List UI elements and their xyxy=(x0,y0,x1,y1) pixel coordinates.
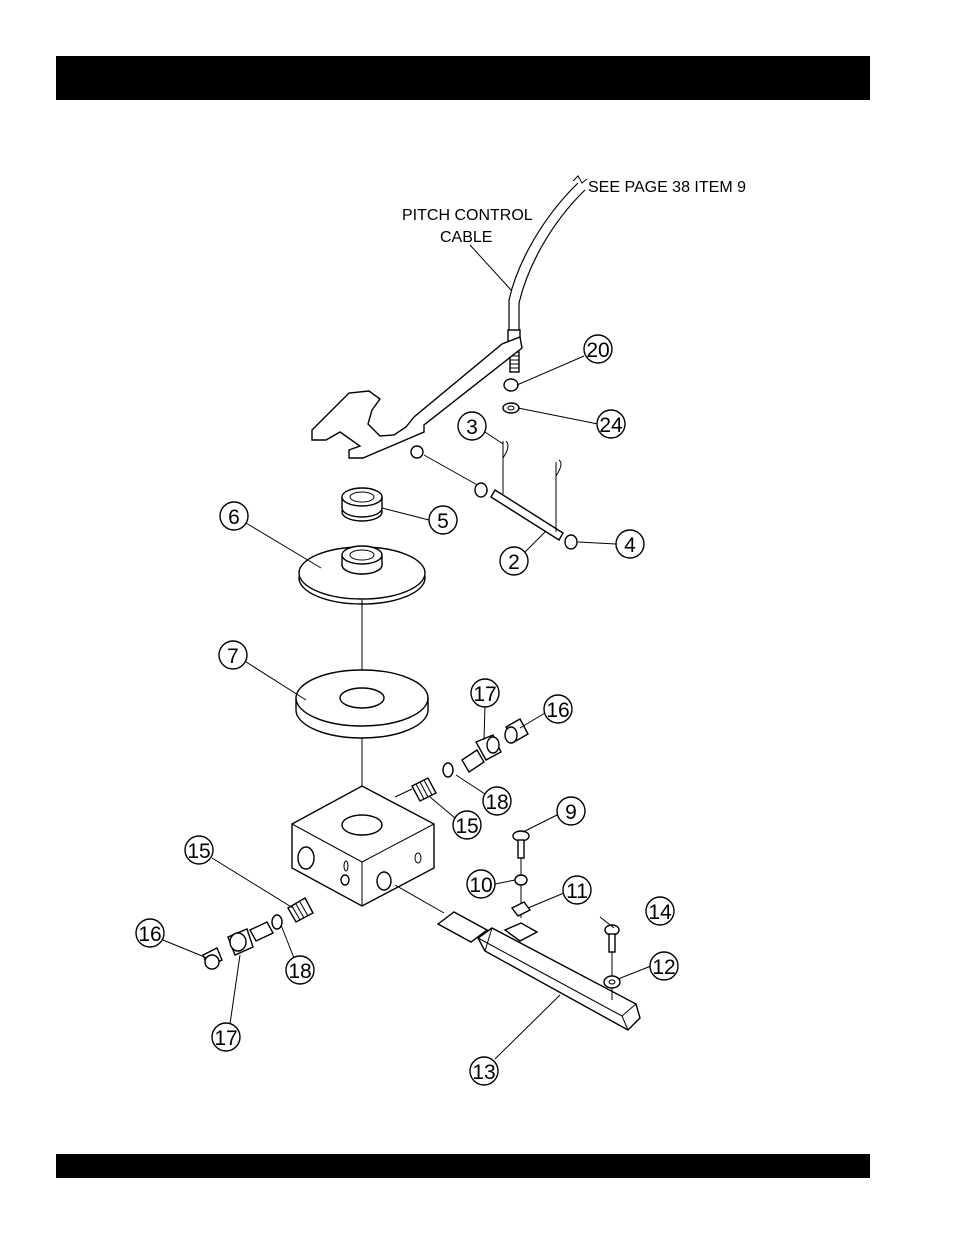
callout-24: 24 xyxy=(597,410,625,438)
svg-text:7: 7 xyxy=(227,645,239,668)
svg-text:3: 3 xyxy=(466,416,478,439)
bushing-5 xyxy=(342,488,382,521)
svg-text:15: 15 xyxy=(187,840,210,863)
svg-text:6: 6 xyxy=(228,506,240,529)
svg-text:16: 16 xyxy=(138,923,161,946)
svg-text:17: 17 xyxy=(473,683,496,706)
svg-text:16: 16 xyxy=(546,699,569,722)
svg-text:13: 13 xyxy=(472,1061,495,1084)
callout-17-left: 17 xyxy=(212,1023,240,1051)
callout-10: 10 xyxy=(467,870,495,898)
callout-7: 7 xyxy=(219,641,247,669)
callout-9: 9 xyxy=(557,797,585,825)
callout-18-right: 18 xyxy=(483,787,511,815)
washer-7 xyxy=(296,670,428,738)
nut-20 xyxy=(504,379,518,391)
callout-2: 2 xyxy=(500,547,528,575)
svg-text:24: 24 xyxy=(599,414,623,437)
washer-10 xyxy=(515,875,527,885)
svg-text:20: 20 xyxy=(586,339,609,362)
callout-5: 5 xyxy=(429,506,457,534)
fork-arm xyxy=(312,337,522,458)
callout-12: 12 xyxy=(650,952,678,980)
svg-text:18: 18 xyxy=(485,791,508,814)
callout-17-right: 17 xyxy=(471,679,499,707)
svg-text:15: 15 xyxy=(455,815,478,838)
svg-text:2: 2 xyxy=(508,551,520,574)
callout-15-right: 15 xyxy=(453,811,481,839)
svg-text:5: 5 xyxy=(437,510,449,533)
cable-label-line2: CABLE xyxy=(440,229,492,246)
cable-label-leader xyxy=(470,245,511,290)
callout-4: 4 xyxy=(616,530,644,558)
clip-11 xyxy=(512,902,530,916)
cap-16-right xyxy=(505,719,528,743)
svg-text:14: 14 xyxy=(648,901,672,924)
callout-3: 3 xyxy=(458,412,486,440)
callout-6: 6 xyxy=(220,502,248,530)
callout-13: 13 xyxy=(470,1057,498,1085)
callout-20: 20 xyxy=(584,335,612,363)
washer-18-right xyxy=(443,763,453,777)
spring-15-left xyxy=(288,898,313,922)
callout-11: 11 xyxy=(563,876,591,904)
svg-text:12: 12 xyxy=(652,956,675,979)
svg-text:10: 10 xyxy=(469,874,492,897)
svg-text:18: 18 xyxy=(288,960,311,983)
pivot-block xyxy=(292,786,434,906)
nut-24 xyxy=(503,403,519,413)
washer-12 xyxy=(604,976,620,988)
svg-text:4: 4 xyxy=(624,534,636,557)
washer-18-left xyxy=(272,915,282,929)
callout-16-right: 16 xyxy=(544,695,572,723)
svg-text:17: 17 xyxy=(214,1027,237,1050)
cap-16-left xyxy=(203,948,222,969)
pitch-control-cable xyxy=(508,176,587,344)
cable-label-line1: PITCH CONTROL xyxy=(402,207,533,224)
svg-text:9: 9 xyxy=(565,801,577,824)
see-page-label: SEE PAGE 38 ITEM 9 xyxy=(588,179,746,196)
svg-text:11: 11 xyxy=(566,880,588,903)
callout-14: 14 xyxy=(646,897,674,925)
fitting-17-left xyxy=(228,922,273,955)
callout-16-left: 16 xyxy=(136,919,164,947)
callout-18-left: 18 xyxy=(286,956,314,984)
spring-15-right xyxy=(412,778,436,801)
fitting-17-right xyxy=(462,735,501,772)
disc-6 xyxy=(299,546,425,604)
callout-15-left: 15 xyxy=(185,836,213,864)
